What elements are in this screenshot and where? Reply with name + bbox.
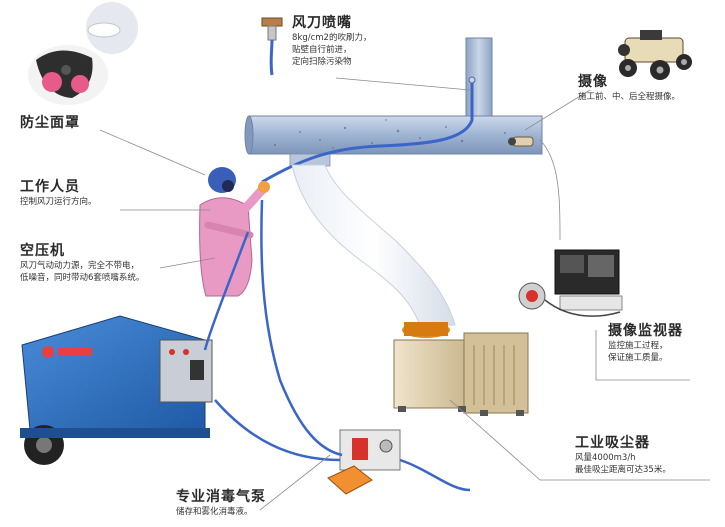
nozzle-title: 风刀喷嘴: [292, 15, 352, 31]
nozzle-desc-3: 定向扫除污染物: [292, 57, 352, 67]
dust-mask-icon: [28, 2, 138, 105]
compressor-desc-1: 风刀气动动力源，完全不带电，: [20, 261, 140, 271]
camera-title: 摄像: [578, 74, 608, 90]
crawler-robot-icon: [618, 30, 692, 80]
air-duct: [244, 37, 543, 167]
air-knife-nozzle-icon: [261, 17, 283, 76]
monitor-desc-2: 保证施工质量。: [608, 353, 668, 363]
worker-title: 工作人员: [20, 179, 80, 195]
label-monitor: 摄像监视器 监控施工过程， 保证施工质量。: [608, 320, 683, 364]
camera-desc-1: 施工前、中、后全程摄像。: [578, 92, 681, 102]
leader-lines: [99, 77, 710, 511]
duct-camera: [508, 136, 534, 147]
compressor-desc-2: 低噪音，同时带动6套喷嘴系统。: [20, 273, 145, 283]
label-compressor: 空压机 风刀气动动力源，完全不带电， 低噪音，同时带动6套喷嘴系统。: [20, 240, 144, 284]
dust-collector-desc-1: 风量4000m3/h: [575, 453, 636, 463]
dust-collector-desc-2: 最佳吸尘距离可达35米。: [575, 465, 671, 475]
air-compressor: [20, 315, 213, 465]
pump-title: 专业消毒气泵: [176, 489, 266, 505]
worker-figure: [199, 167, 270, 297]
air-hoses: [203, 199, 471, 492]
compressor-title: 空压机: [20, 243, 65, 259]
label-dust-collector: 工业吸尘器 风量4000m3/h 最佳吸尘距离可达35米。: [575, 432, 671, 476]
dust-collector-title: 工业吸尘器: [575, 435, 650, 451]
label-pump: 专业消毒气泵 储存和雾化消毒液。: [176, 486, 266, 518]
flexible-duct: [291, 164, 456, 326]
mask-title: 防尘面罩: [20, 115, 80, 131]
disinfection-pump: [327, 429, 401, 495]
dust-collector-unit: [393, 322, 529, 416]
label-mask: 防尘面罩: [20, 112, 80, 132]
label-worker: 工作人员 控制风刀运行方向。: [20, 176, 97, 208]
camera-monitor-station: [518, 249, 623, 317]
worker-desc-1: 控制风刀运行方向。: [20, 197, 97, 207]
monitor-title: 摄像监视器: [608, 323, 683, 339]
pump-desc-1: 储存和雾化消毒液。: [176, 507, 253, 517]
label-nozzle: 风刀喷嘴 8kg/cm2的吹刷力， 贴壁自行前进， 定向扫除污染物: [292, 12, 371, 68]
monitor-desc-1: 监控施工过程，: [608, 341, 668, 351]
nozzle-desc-2: 贴壁自行前进，: [292, 45, 352, 55]
label-camera: 摄像 施工前、中、后全程摄像。: [578, 71, 680, 103]
nozzle-desc-1: 8kg/cm2的吹刷力，: [292, 33, 372, 43]
nozzle-tip: [468, 76, 476, 84]
